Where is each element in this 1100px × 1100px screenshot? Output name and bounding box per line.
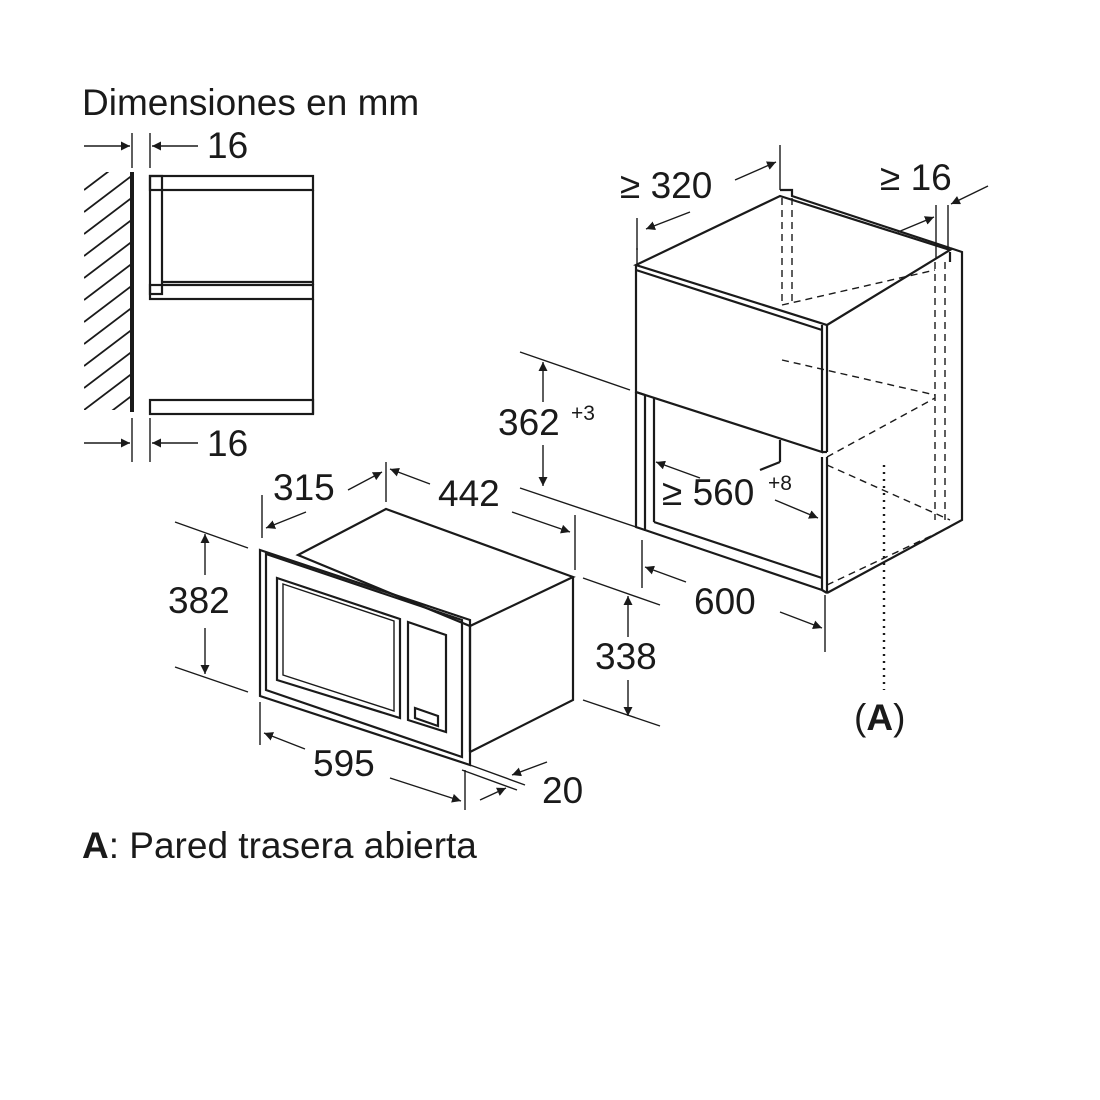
marker-letter: A — [866, 697, 893, 738]
diagram-title: Dimensiones en mm — [82, 82, 419, 123]
cabinet-view: ≥ 320 ≥ 16 362 +3 ≥ 560 +8 600 (A) — [498, 145, 989, 738]
dim-body-depth: 442 — [438, 473, 500, 514]
dim-opening-width: ≥ 560 — [662, 472, 754, 513]
dim-cabinet-width: 600 — [694, 581, 756, 622]
bottom-board — [148, 398, 315, 416]
dim-appliance-depth: 315 — [273, 467, 335, 508]
dim-opening-height-tol: +3 — [571, 402, 595, 425]
dim-opening-width-tol: +8 — [768, 472, 792, 495]
legend-text: : Pared trasera abierta — [109, 825, 478, 866]
dim-bottom-gap: 16 — [207, 423, 248, 464]
appliance-view: 315 442 382 338 595 20 — [168, 462, 661, 811]
dim-appliance-height: 382 — [168, 580, 230, 621]
wall-hatch — [84, 172, 132, 410]
dim-frame-depth: 20 — [542, 770, 583, 811]
middle-board — [148, 283, 315, 301]
legend-key: A — [82, 825, 109, 866]
dim-depth-min: ≥ 320 — [620, 165, 712, 206]
dim-appliance-width: 595 — [313, 743, 375, 784]
side-view: 16 16 — [84, 125, 315, 464]
dim-body-height: 338 — [595, 636, 657, 677]
marker-open-back: (A) — [854, 697, 905, 738]
front-frame — [148, 174, 164, 296]
legend: A: Pared trasera abierta — [82, 825, 477, 866]
dim-side-min: ≥ 16 — [880, 157, 952, 198]
top-board — [148, 174, 315, 192]
dim-opening-height: 362 — [498, 402, 560, 443]
dim-top-gap: 16 — [207, 125, 248, 166]
